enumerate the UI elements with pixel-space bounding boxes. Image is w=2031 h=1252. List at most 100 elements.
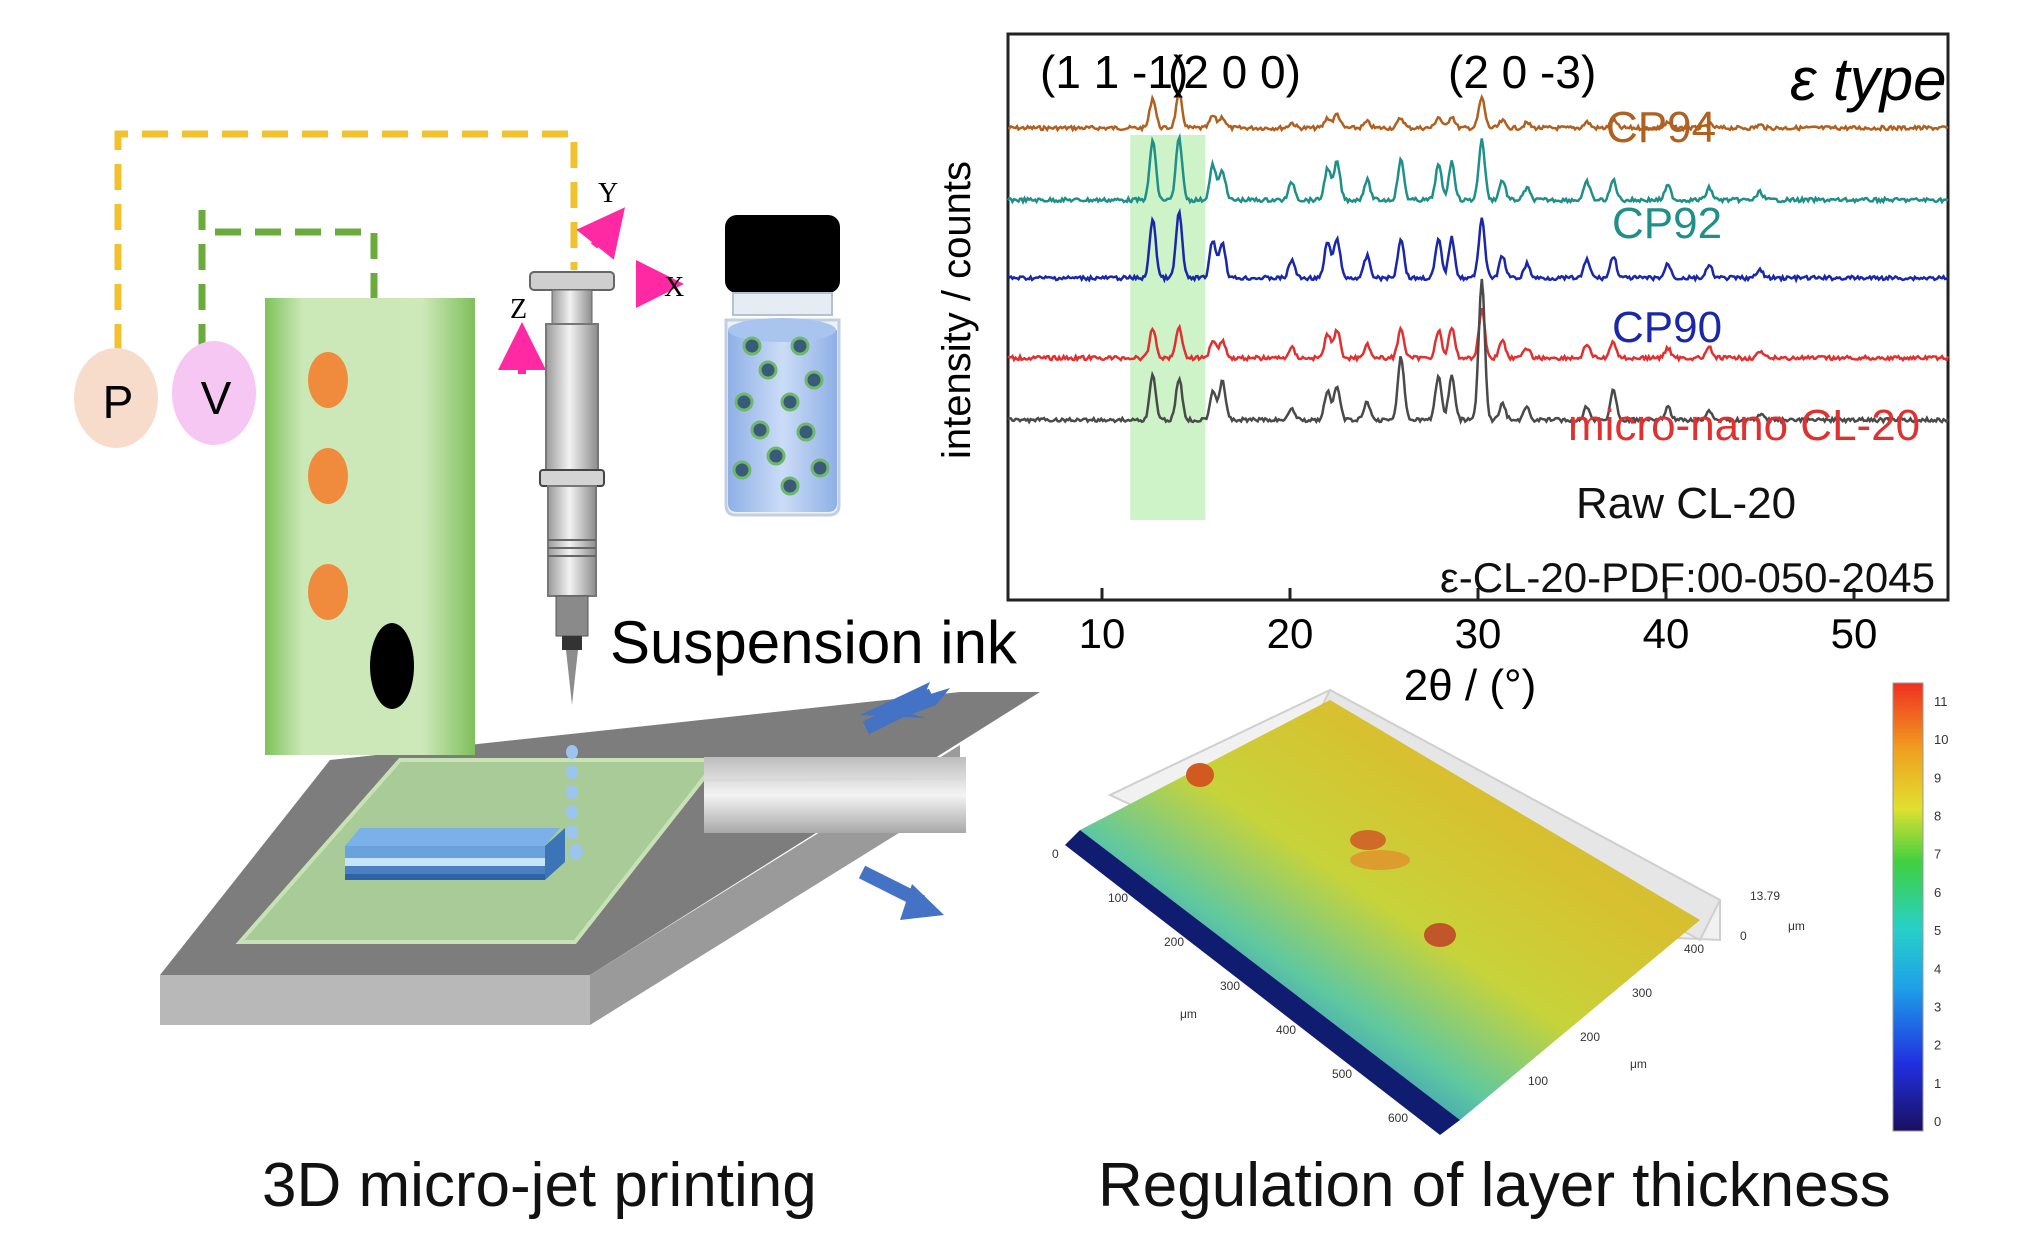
colorbar-ticks: 0 1 2 3 4 5 6 7 8 9 10 11 (1934, 694, 1948, 1129)
xrd-series-line (1007, 90, 1949, 133)
x-axis-label: X (664, 272, 684, 303)
arrow-to-surface (900, 884, 944, 920)
colorbar-tick-label: 7 (1934, 847, 1941, 862)
pressure-circle (74, 348, 158, 448)
colorbar-tick-label: 9 (1934, 770, 1941, 785)
pdf-reference-label: ε-CL-20-PDF:00-050-2045 (1440, 554, 1935, 601)
ink-particle (732, 460, 752, 480)
ink-particle (750, 420, 770, 440)
y-axis-arrow (576, 207, 625, 260)
xrd-x-tick-label: 40 (1643, 610, 1690, 657)
suspension-ink-label: Suspension ink (610, 609, 1017, 676)
surface-x-tick-label: 200 (1164, 935, 1184, 949)
surface-z-tick-top: 13.79 (1750, 889, 1780, 903)
colorbar (1892, 682, 1924, 1132)
xrd-highlight-band (1130, 135, 1206, 520)
surface-x-tick-label: 600 (1388, 1111, 1408, 1125)
surface-z-tick-zero: 0 (1740, 929, 1747, 943)
surface-map (1080, 700, 1700, 1120)
xrd-series-group (1006, 90, 1950, 426)
ink-particle (742, 336, 762, 356)
voltage-line (215, 228, 378, 298)
ink-particle (790, 336, 810, 356)
xrd-x-tick-label: 20 (1267, 610, 1314, 657)
controller-dot (308, 564, 348, 620)
ink-particle (766, 446, 786, 466)
platform-front (160, 975, 590, 1025)
xrd-x-tick-label: 50 (1831, 610, 1878, 657)
arrow-to-xrd-shaft (862, 688, 936, 735)
ink-particle (780, 392, 800, 412)
xrd-series-line (1006, 132, 1949, 206)
colorbar-tick-label: 8 (1934, 809, 1941, 824)
xrd-y-axis-label: intensity / counts (935, 161, 979, 459)
pressure-line (114, 130, 578, 350)
peak-label-200: (2 0 0) (1168, 46, 1301, 98)
surface-y-tick-label: 200 (1580, 1030, 1600, 1044)
surface-x-tick-label: 100 (1108, 891, 1128, 905)
series-label-cp92: CP92 (1612, 199, 1722, 248)
surface-x-tick-label: 500 (1332, 1067, 1352, 1081)
peak-label-20-3: (2 0 -3) (1448, 46, 1596, 98)
printing-caption: 3D micro-jet printing (262, 1151, 817, 1220)
printed-film-photo (704, 757, 966, 833)
ink-particle (780, 476, 800, 496)
xrd-x-tick-label: 10 (1079, 610, 1126, 657)
controller-box (265, 298, 475, 755)
series-label-cp90: CP90 (1612, 303, 1722, 352)
colorbar-tick-label: 0 (1934, 1114, 1941, 1129)
surface-unit-y: μm (1630, 1057, 1647, 1071)
xrd-x-tick-label: 30 (1455, 610, 1502, 657)
series-label-micro-nano: micro-nano CL-20 (1568, 401, 1920, 450)
xrd-x-ticks: 10 20 30 40 50 (1079, 588, 1878, 657)
pressure-label: P (103, 376, 134, 428)
surface-unit-x: μm (1180, 1007, 1197, 1021)
xrd-type-label: ε type (1790, 46, 1946, 113)
colorbar-tick-label: 4 (1934, 961, 1941, 976)
xrd-x-axis-label: 2θ / (°) (1404, 661, 1537, 710)
surface-edge-low (1065, 830, 1460, 1135)
ink-particle (796, 422, 816, 442)
colorbar-tick-label: 10 (1934, 732, 1948, 747)
ink-vial (724, 215, 841, 517)
surface-x-tick-label: 400 (1276, 1023, 1296, 1037)
colorbar-tick-label: 2 (1934, 1038, 1941, 1053)
colorbar-tick-label: 6 (1934, 885, 1941, 900)
y-axis-label: Y (598, 178, 618, 209)
ink-particle (810, 458, 830, 478)
syringe (529, 271, 615, 705)
voltage-label: V (201, 372, 232, 424)
z-axis-label: Z (510, 294, 527, 325)
colorbar-tick-label: 11 (1934, 694, 1948, 709)
surface-y-tick-label: 300 (1632, 986, 1652, 1000)
surface-unit-z: μm (1788, 919, 1805, 933)
surface-y-tick-label: 400 (1684, 942, 1704, 956)
ink-particle (804, 370, 824, 390)
surface-x-tick-label: 300 (1220, 979, 1240, 993)
colorbar-tick-label: 1 (1934, 1076, 1941, 1091)
arrow-to-xrd (860, 682, 950, 718)
surface-x-ticks: 0 100 200 300 400 500 600 (1052, 847, 1408, 1125)
surface-x-tick-label: 0 (1052, 847, 1059, 861)
colorbar-tick-label: 3 (1934, 999, 1941, 1014)
surface-peaks (1186, 763, 1456, 947)
xrd-series-line (1007, 278, 1950, 426)
xrd-chart: 10 20 30 40 50 ε type (1 1 -1) (2 0 0) (2 0 … (935, 32, 1950, 710)
ink-particle (758, 360, 778, 380)
ink-droplets (566, 745, 583, 860)
colorbar-tick-label: 5 (1934, 923, 1941, 938)
surface-caption: Regulation of layer thickness (1098, 1151, 1891, 1220)
vial-particles (732, 336, 830, 496)
voltage-circle (172, 341, 256, 445)
series-label-raw: Raw CL-20 (1576, 479, 1796, 528)
peak-label-111: (1 1 -1) (1040, 46, 1188, 98)
ink-particle (734, 392, 754, 412)
xrd-series-line (1007, 207, 1949, 284)
controller-dot (308, 448, 348, 504)
controller-dot (308, 352, 348, 408)
series-label-cp94: CP94 (1606, 103, 1716, 152)
controller-nozzle-port (370, 623, 414, 709)
